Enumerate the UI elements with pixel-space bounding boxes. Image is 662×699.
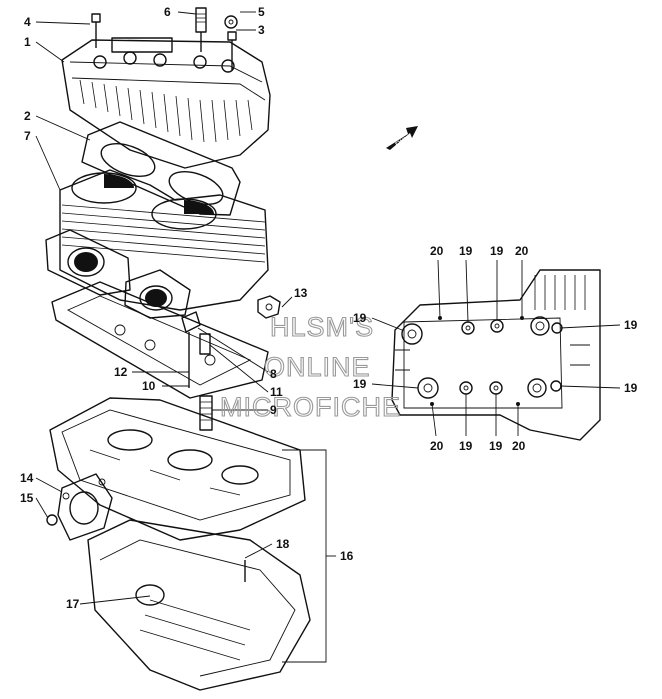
forward-arrow-label: FWD [395, 136, 410, 148]
small-studs [181, 311, 213, 431]
leader-lines [35, 11, 621, 605]
callout-9: 9 [270, 403, 277, 417]
crankcase-lower [87, 519, 311, 691]
callout-5: 5 [258, 5, 265, 19]
callout-2: 2 [24, 109, 31, 123]
callout-10: 10 [142, 379, 156, 393]
callout-19-left-bottom: 19 [353, 377, 367, 391]
head-bolt-4 [91, 13, 101, 48]
watermark-line-2: ONLINE [264, 352, 371, 382]
callout-3: 3 [258, 23, 265, 37]
forward-arrow-icon: FWD [386, 126, 418, 150]
callout-19-bottom-1: 19 [459, 439, 473, 453]
callout-7: 7 [24, 129, 31, 143]
callout-19-right-top: 19 [624, 318, 638, 332]
callout-1: 1 [24, 35, 31, 49]
watermark-line-1: HLSM'S [270, 312, 374, 342]
callout-20-top-right: 20 [515, 244, 529, 258]
callout-17: 17 [66, 597, 80, 611]
callout-11: 11 [270, 385, 283, 399]
callout-labels: 4 1 6 5 3 2 7 13 12 10 8 11 9 14 15 17 1… [20, 5, 638, 611]
callout-20-top-left: 20 [430, 244, 444, 258]
watermark-line-3: MICROFICHE [220, 392, 401, 422]
callout-20-bottom-right: 20 [512, 439, 526, 453]
callout-19-bottom-2: 19 [489, 439, 503, 453]
watermark: HLSM'S ONLINE MICROFICHE [219, 311, 401, 422]
washer-5 [224, 15, 238, 29]
callout-19-right-bottom: 19 [624, 381, 638, 395]
flange-14 [57, 473, 113, 541]
cylinder-block [45, 169, 269, 319]
nut-13 [257, 295, 281, 319]
callout-6: 6 [164, 5, 171, 19]
head-gasket [81, 121, 241, 216]
callout-15: 15 [20, 491, 34, 505]
callout-8: 8 [270, 367, 277, 381]
cylinder-head [61, 37, 271, 169]
callout-4: 4 [24, 15, 31, 29]
bolt-15 [46, 514, 58, 526]
callout-14: 14 [20, 471, 34, 485]
callout-13: 13 [294, 286, 308, 300]
callout-19-top-2: 19 [490, 244, 504, 258]
callout-19-left-top: 19 [353, 311, 367, 325]
spark-plug-6 [195, 7, 207, 52]
crankcase-bottom-view [391, 269, 601, 441]
bolt-3 [227, 31, 237, 70]
callout-12: 12 [114, 365, 128, 379]
callout-20-bottom-left: 20 [430, 439, 444, 453]
callout-18: 18 [276, 537, 290, 551]
base-gasket [51, 281, 269, 399]
callout-19-top-1: 19 [459, 244, 473, 258]
callout-16: 16 [340, 549, 354, 563]
